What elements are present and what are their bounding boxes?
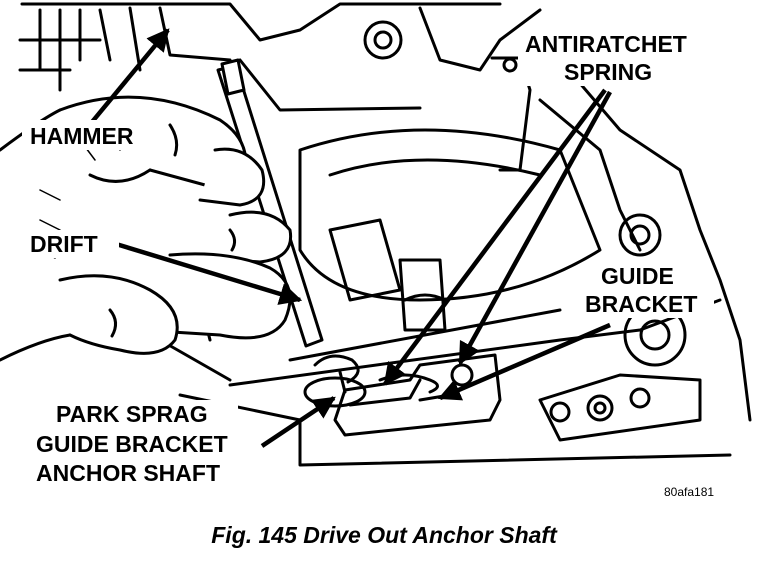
hammer-label: HAMMER (30, 123, 134, 149)
antiratchet-spring-label-line1: ANTIRATCHET (525, 31, 687, 57)
drift-leader-arrow (115, 241, 303, 305)
antiratchet-spring-leader-arrow-2 (458, 90, 612, 365)
park-sprag-leader-arrow (260, 396, 336, 448)
figure-title: Drive Out Anchor Shaft (303, 522, 557, 548)
park-sprag-label-line3: ANCHOR SHAFT (36, 460, 220, 486)
technical-illustration: HAMMER DRIFT ANTIRATCHET SPRING GUIDE BR… (0, 2, 752, 499)
hammer-leader-arrow (90, 28, 170, 124)
park-sprag-label-line1: PARK SPRAG (56, 401, 208, 427)
illustration-canvas: HAMMER DRIFT ANTIRATCHET SPRING GUIDE BR… (0, 2, 752, 499)
antiratchet-spring-label-line2: SPRING (564, 59, 652, 85)
guide-bracket-leader-arrow (437, 322, 611, 401)
figure-number: Fig. 145 (211, 522, 297, 548)
drift-label: DRIFT (30, 231, 98, 257)
label-backdrops (22, 30, 720, 484)
leader-lines (90, 28, 612, 448)
hand-with-drift (0, 58, 324, 362)
guide-bracket-label-line1: GUIDE (601, 263, 674, 289)
antiratchet-spring-leader-arrow-1 (383, 88, 607, 386)
figure-caption: Fig. 145 Drive Out Anchor Shaft (0, 522, 768, 549)
guide-bracket-label-line2: BRACKET (585, 291, 697, 317)
figure-code: 80afa181 (664, 485, 714, 499)
park-sprag-label-line2: GUIDE BRACKET (36, 431, 228, 457)
